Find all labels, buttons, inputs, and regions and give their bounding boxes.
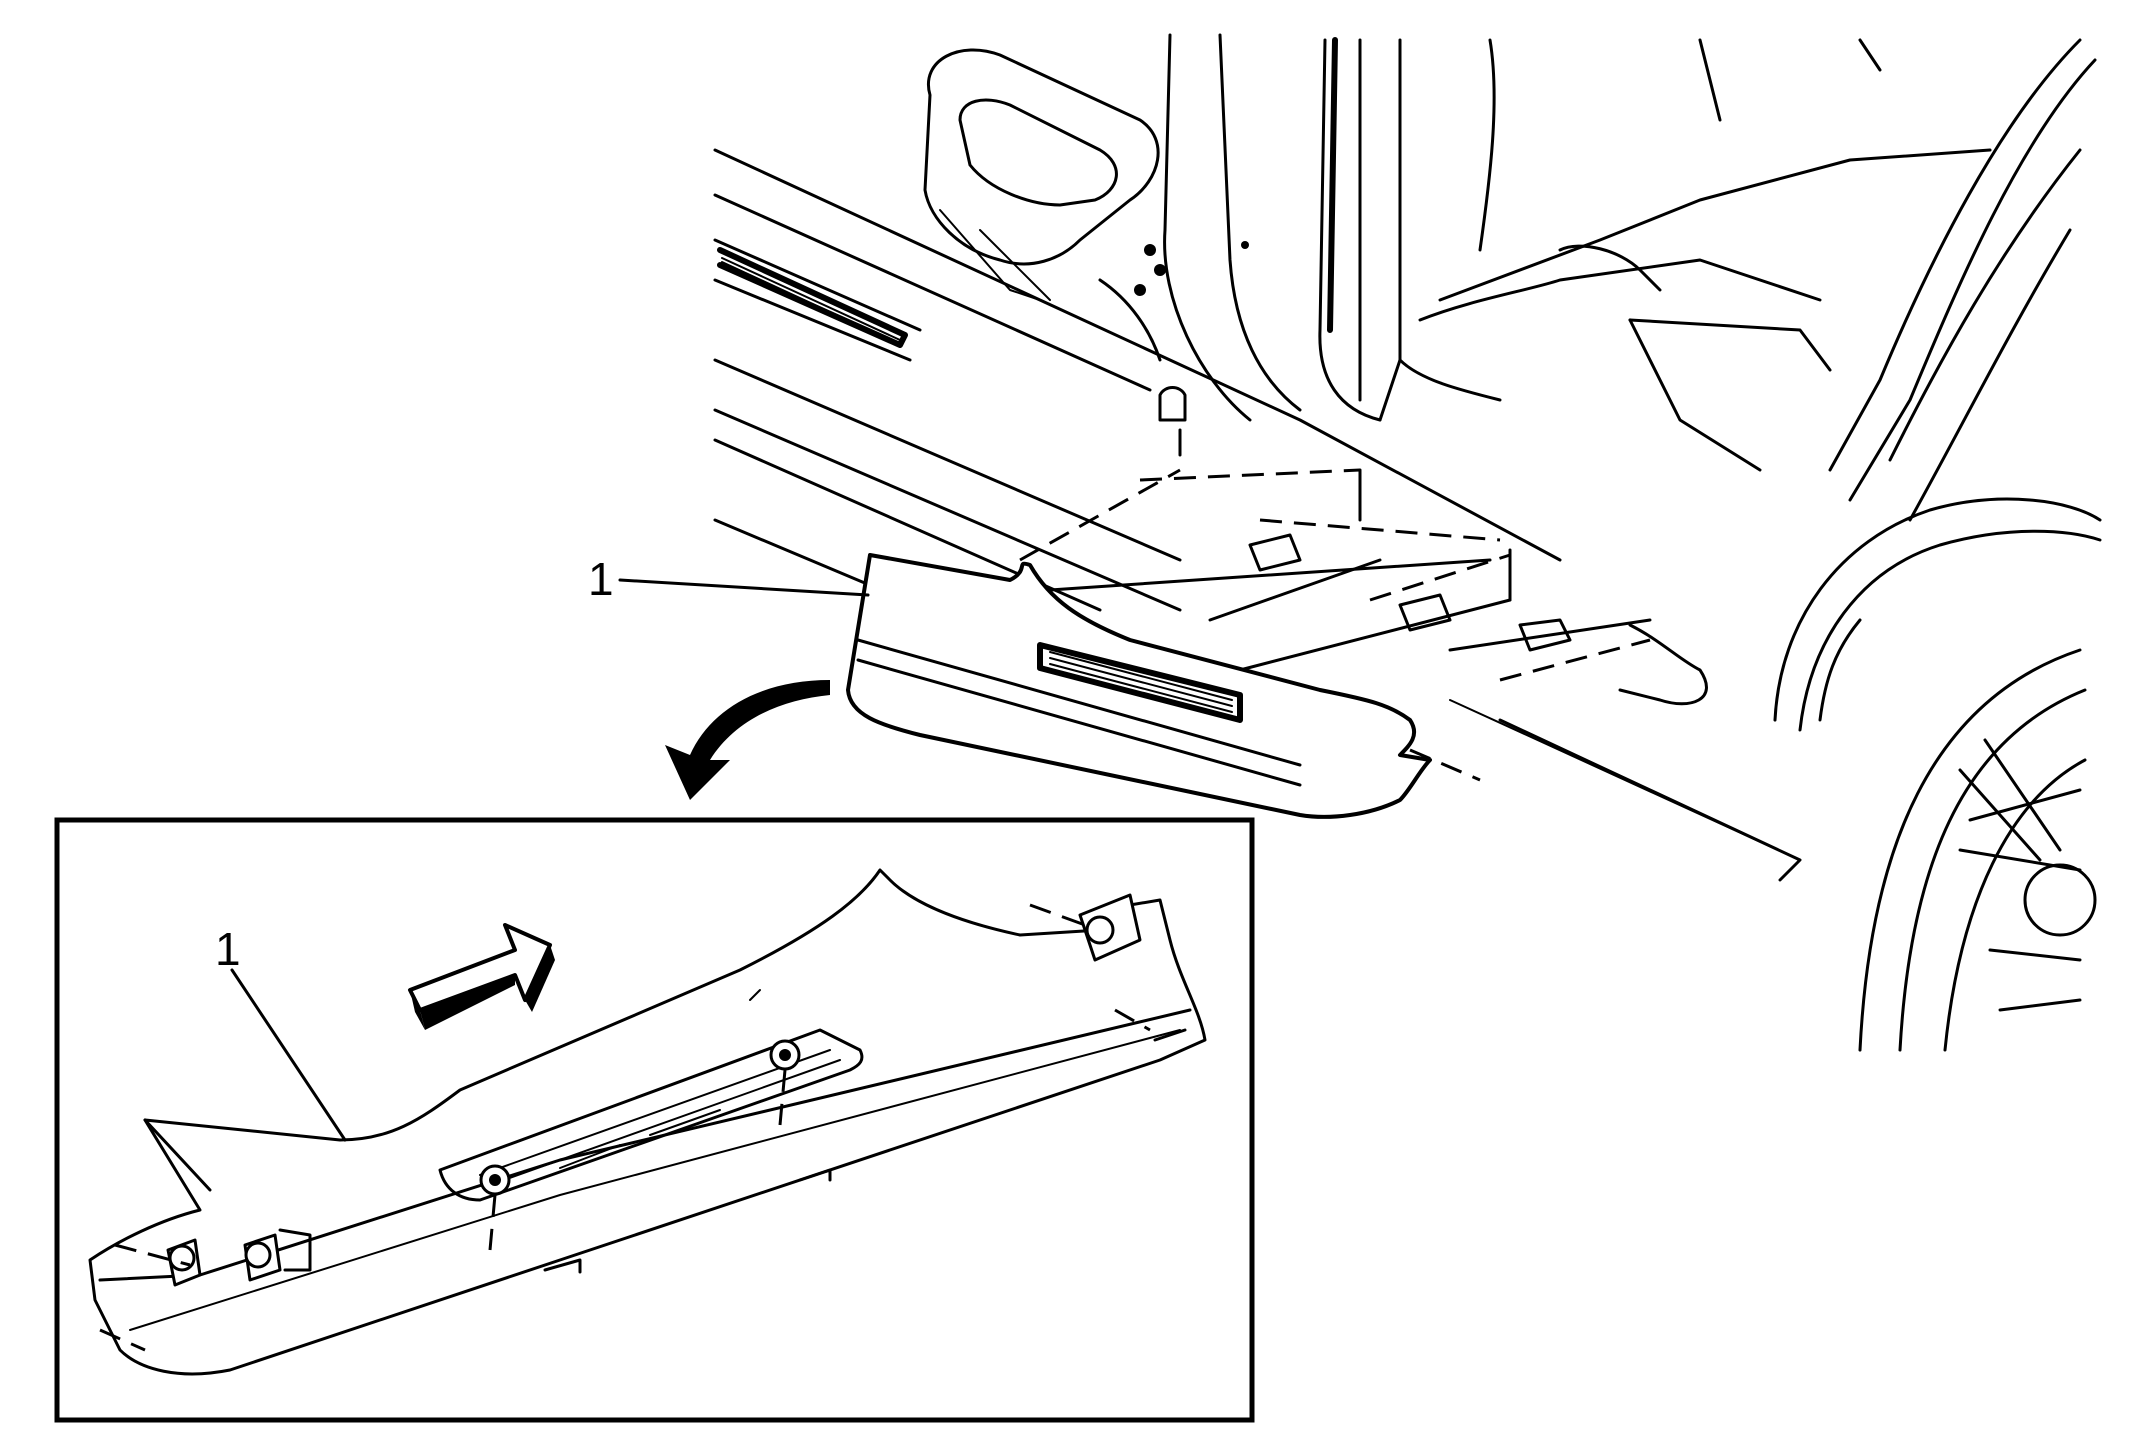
- callout-label-main: 1: [588, 553, 614, 605]
- curved-arrow-icon: [665, 680, 830, 800]
- detail-view: 1: [54, 817, 1255, 1423]
- vehicle-body-view: [713, 33, 2102, 1052]
- callout-main: 1: [588, 553, 870, 605]
- callout-detail: 1: [215, 923, 347, 1142]
- clip-center-left: [479, 1164, 511, 1196]
- push-direction-arrow-icon: [408, 923, 555, 1030]
- callout-label-detail: 1: [215, 923, 241, 975]
- sill-plate-main: [846, 553, 1432, 819]
- clip-center-right: [769, 1039, 801, 1071]
- clip-left-2: [243, 1228, 312, 1282]
- clip-right: [1078, 893, 1142, 962]
